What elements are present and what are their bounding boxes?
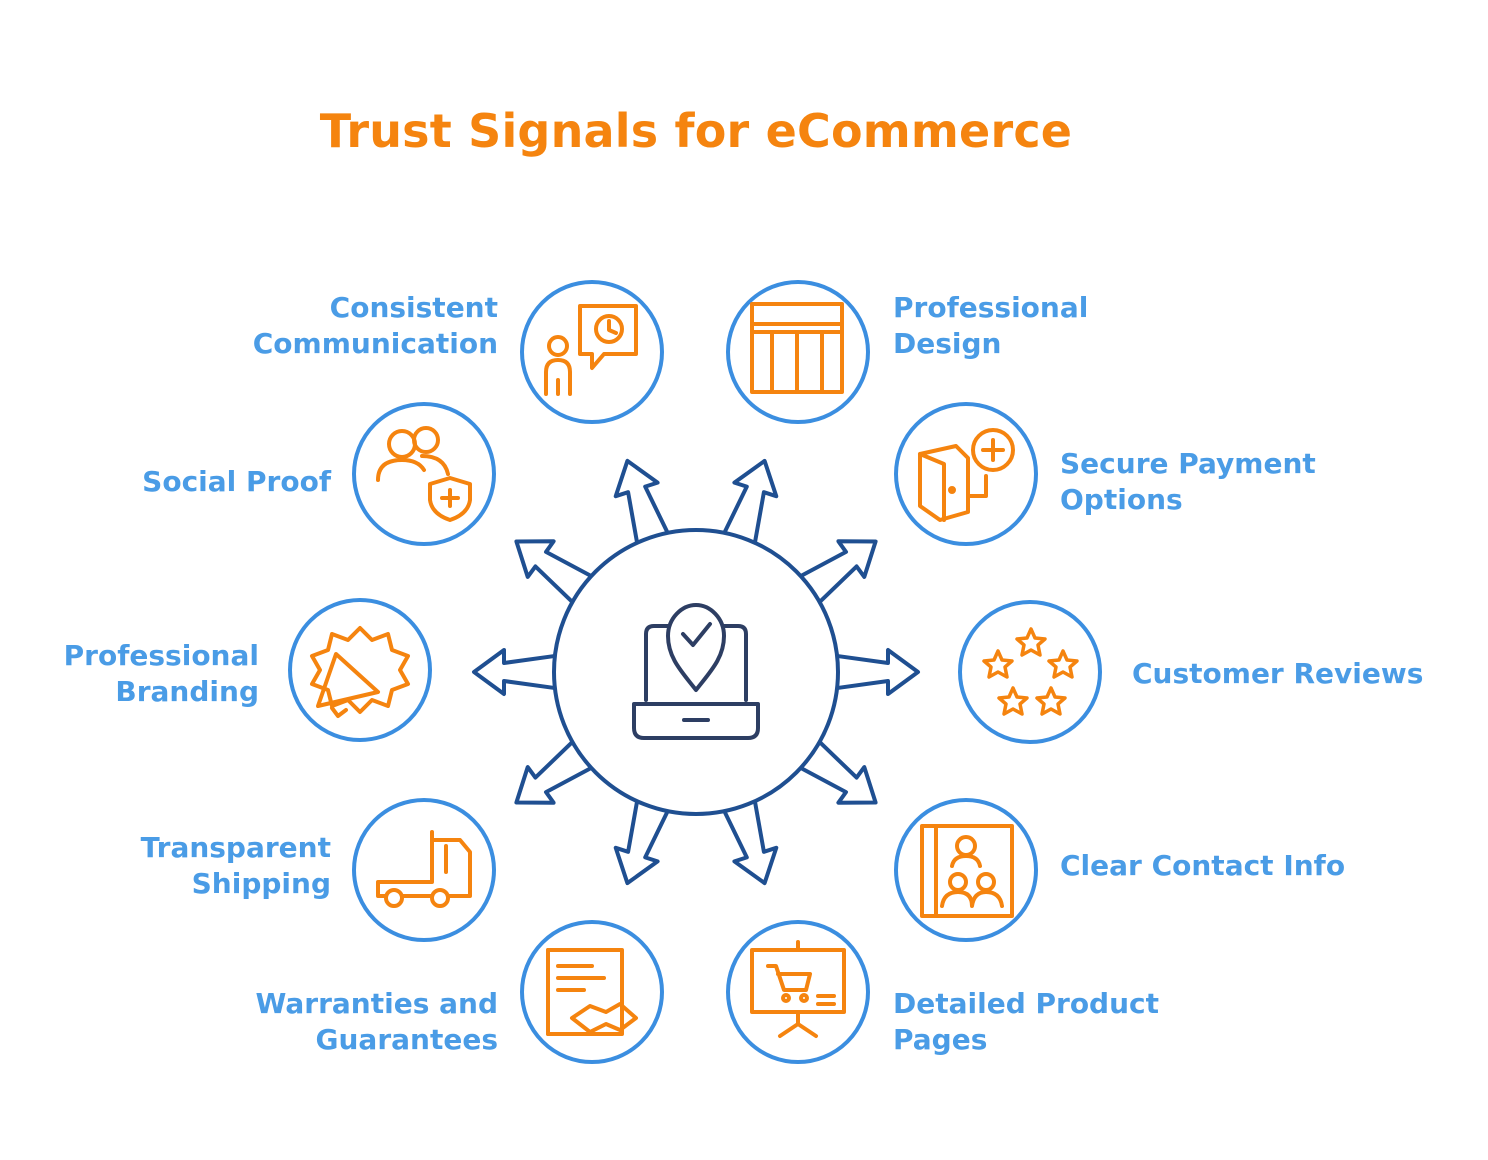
label-line: Secure Payment	[1060, 447, 1316, 480]
label-line: Detailed Product	[893, 987, 1160, 1020]
arrow-6	[613, 799, 670, 886]
label-line: Pages	[893, 1023, 988, 1056]
wallet-plus-icon	[918, 428, 1015, 522]
presentation-cart-icon	[750, 940, 846, 1038]
arrows-group	[472, 458, 920, 886]
ring-customer-reviews	[958, 600, 1102, 744]
ring-transparent-shipping	[352, 798, 496, 942]
label-detailed-product-pages: Detailed Product Pages	[893, 986, 1159, 1058]
label-transparent-shipping: Transparent Shipping	[141, 830, 331, 902]
arrow-9	[514, 539, 594, 605]
arrow-2	[798, 539, 878, 605]
ring-warranties-and-guarantees	[520, 920, 664, 1064]
label-line: Professional	[63, 639, 259, 672]
arrow-5	[722, 799, 779, 886]
label-line: Customer Reviews	[1132, 657, 1424, 690]
megaphone-badge-icon	[310, 626, 410, 718]
label-line: Shipping	[191, 867, 331, 900]
ring-professional-branding	[288, 598, 432, 742]
label-consistent-communication: Consistent Communication	[253, 290, 498, 362]
arrow-1	[722, 458, 779, 545]
label-social-proof: Social Proof	[142, 464, 331, 500]
label-line: Options	[1060, 483, 1183, 516]
five-stars-icon	[982, 627, 1079, 716]
truck-icon	[376, 830, 472, 908]
label-secure-payment-options: Secure Payment Options	[1060, 446, 1316, 518]
label-customer-reviews: Customer Reviews	[1132, 656, 1423, 692]
label-line: Social Proof	[142, 465, 331, 498]
label-line: Clear Contact Info	[1060, 849, 1346, 882]
contact-card-icon	[920, 824, 1014, 918]
label-warranties-and-guarantees: Warranties and Guarantees	[256, 986, 498, 1058]
laptop-shield-check-icon	[632, 603, 760, 740]
document-handshake-icon	[546, 948, 638, 1036]
arrow-3	[835, 648, 920, 696]
arrow-4	[798, 739, 878, 805]
person-chat-clock-icon	[544, 304, 638, 396]
label-clear-contact-info: Clear Contact Info	[1060, 848, 1345, 884]
users-shield-icon	[376, 426, 472, 522]
arrow-8	[472, 648, 557, 696]
page-title: Trust Signals for eCommerce	[319, 104, 1073, 158]
label-line: Professional	[893, 291, 1089, 324]
label-line: Consistent	[329, 291, 498, 324]
label-line: Communication	[252, 327, 498, 360]
label-line: Guarantees	[315, 1023, 498, 1056]
label-professional-branding: Professional Branding	[64, 638, 259, 710]
label-line: Design	[893, 327, 1002, 360]
ring-clear-contact-info	[894, 798, 1038, 942]
arrow-7	[514, 739, 594, 805]
label-line: Branding	[115, 675, 259, 708]
arrow-0	[613, 458, 670, 545]
label-professional-design: Professional Design	[893, 290, 1088, 362]
label-line: Warranties and	[255, 987, 498, 1020]
ring-social-proof	[352, 402, 496, 546]
label-line: Transparent	[140, 831, 331, 864]
layout-window-icon	[750, 302, 844, 394]
